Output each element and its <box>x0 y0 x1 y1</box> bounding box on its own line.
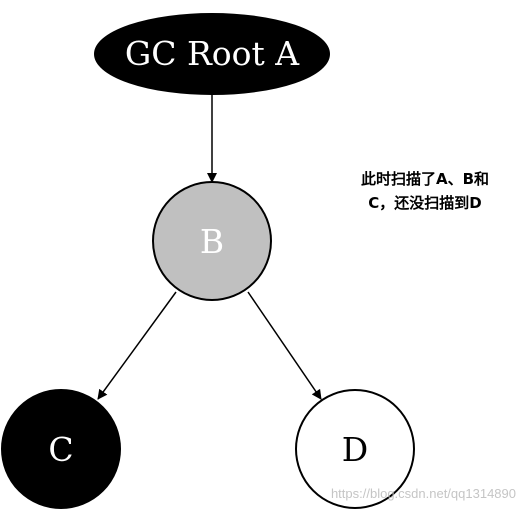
node-d-label: D <box>342 430 368 469</box>
node-c-label: C <box>48 430 73 469</box>
annotation-note-line1: 此时扫描了A、B和 <box>361 170 489 188</box>
node-b: B <box>152 181 272 301</box>
node-gc-root-a: GC Root A <box>94 13 330 95</box>
node-gc-root-a-label: GC Root A <box>125 34 300 73</box>
node-gc-root-a-shape <box>94 13 330 95</box>
node-c-shape <box>1 389 121 509</box>
node-b-label: B <box>200 222 224 261</box>
node-c: C <box>1 389 121 509</box>
annotation-note-line2: C，还没扫描到D <box>368 194 481 212</box>
node-d-shape <box>295 389 415 509</box>
node-d: D <box>295 389 415 509</box>
annotation-note: 此时扫描了A、B和 C，还没扫描到D <box>361 170 489 212</box>
edge-b-to-d <box>247 291 322 400</box>
edge-b-to-c <box>97 291 177 400</box>
watermark-text: https://blog.csdn.net/qq1314890 <box>331 486 516 501</box>
node-b-shape <box>152 181 272 301</box>
